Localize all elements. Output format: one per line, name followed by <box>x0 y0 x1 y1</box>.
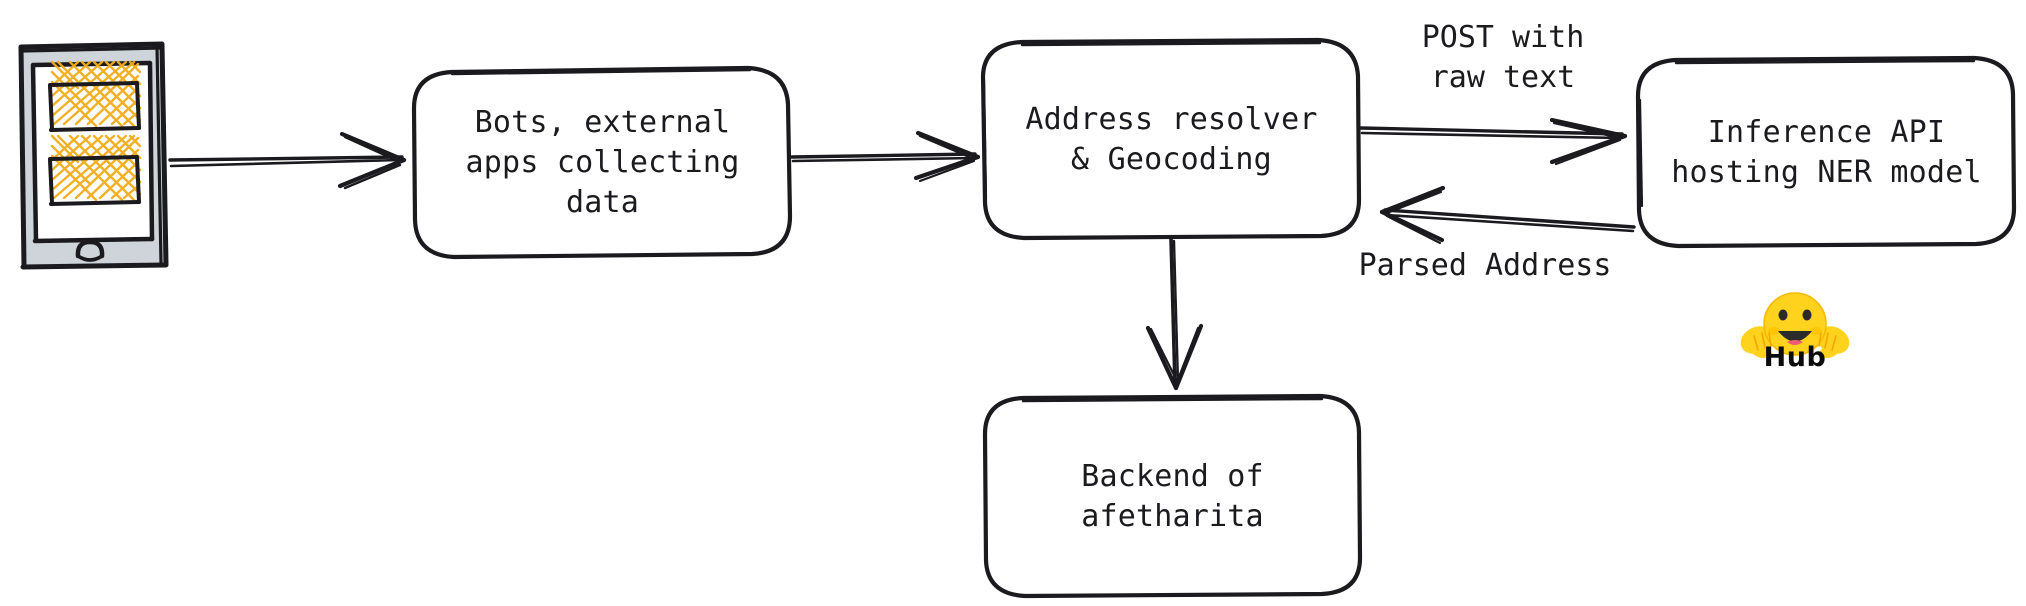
edge-label-post-with-raw-text: POST with raw text <box>1421 20 1585 95</box>
edge-resolver-to-backend <box>1145 236 1204 391</box>
node-inference-api-label[interactable]: Inference API hosting NER model <box>1671 114 1982 190</box>
mobile-phone-icon <box>18 41 169 270</box>
edge-resolver-to-inference <box>1359 117 1628 166</box>
edge-inference-to-resolver <box>1379 185 1636 245</box>
node-address-resolver-shape[interactable] <box>980 37 1362 241</box>
huggingface-hub-logo-icon <box>1740 292 1850 358</box>
node-backend-afetharita-label[interactable]: Backend of afetharita <box>1081 458 1264 534</box>
node-inference-api-shape[interactable] <box>1635 55 2017 249</box>
device-content-block-bottom <box>48 134 142 206</box>
edge-label-parsed-address: Parsed Address <box>1358 248 1612 283</box>
device-home-button <box>75 239 105 262</box>
node-backend-afetharita-shape[interactable] <box>982 393 1363 599</box>
node-address-resolver-label[interactable]: Address resolver & Geocoding <box>1025 101 1318 177</box>
huggingface-hub-logo: Hub <box>1745 288 1845 378</box>
edge-device-to-bots <box>168 131 407 190</box>
hub-logo-label: Hub <box>1763 342 1827 373</box>
node-bots-external-apps-shape[interactable] <box>411 65 793 260</box>
node-bots-external-apps-label[interactable]: Bots, external apps collecting data <box>465 105 740 220</box>
device-content-block-top <box>48 60 142 132</box>
edge-bots-to-resolver <box>790 130 981 183</box>
